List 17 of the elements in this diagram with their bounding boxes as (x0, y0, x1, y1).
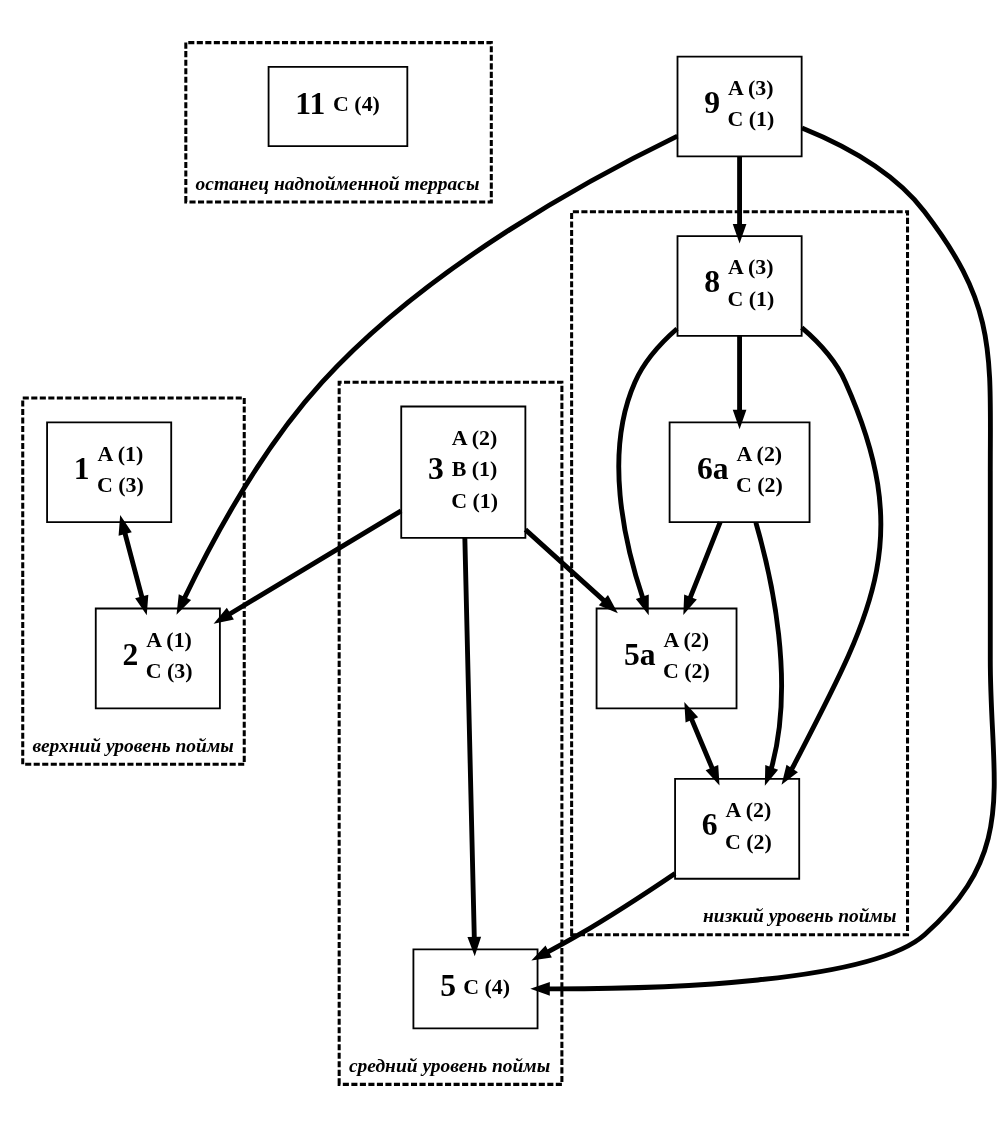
node-box: 3 A (2) B (1) C (1) (400, 405, 527, 539)
arrow (213, 508, 403, 624)
arrow (753, 521, 784, 786)
node-box: 11 C (4) (267, 65, 409, 147)
arrow (176, 133, 679, 615)
arrow (732, 156, 747, 243)
arrow (523, 527, 618, 613)
arrow (462, 537, 482, 956)
arrow (684, 701, 720, 786)
arrow (530, 125, 997, 996)
node-box: 5 C (4) (412, 947, 539, 1029)
arrow (781, 325, 884, 785)
arrow (531, 870, 677, 961)
arrow (118, 514, 149, 615)
arrow (683, 520, 723, 615)
arrow (616, 326, 679, 615)
arrow (732, 335, 747, 429)
